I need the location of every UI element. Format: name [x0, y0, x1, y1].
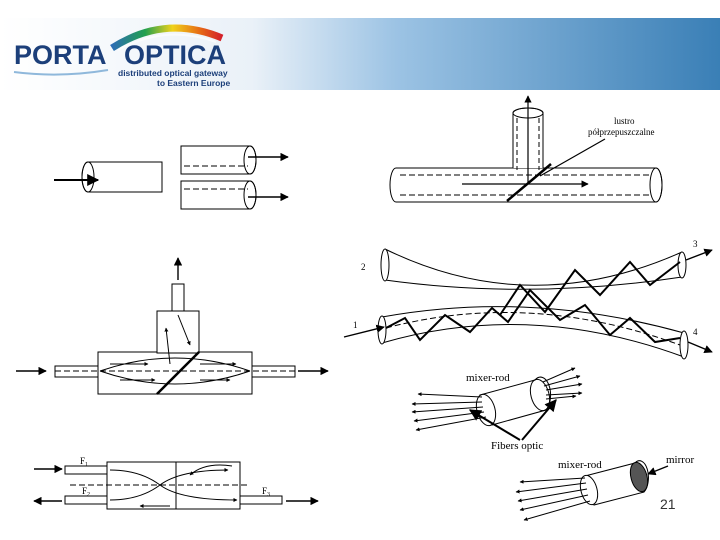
fiber-right-top [180, 145, 257, 175]
fiber-bundle-2 [515, 477, 591, 521]
lower-fiber-left-end [377, 315, 387, 345]
output-stub-top [171, 283, 185, 312]
brand-tagline-2: to Eastern Europe [157, 78, 230, 88]
logo-rainbow-arc-icon [110, 24, 224, 51]
port-label-4: 4 [693, 327, 698, 337]
coupler-core-dashed [385, 312, 681, 346]
stub-f1 [64, 465, 108, 475]
main-tube-end [649, 167, 663, 203]
label-f2: F2 [82, 486, 90, 498]
fibers-pointer-2 [521, 399, 557, 441]
banner-background [0, 18, 720, 90]
label-f2-sub: 2 [87, 492, 90, 498]
logo-rainbow-arc-inner-icon [117, 33, 217, 51]
lower-fiber-top [381, 306, 685, 334]
mirror-box [156, 310, 200, 354]
stub-f2 [64, 495, 108, 505]
fiber-right-bottom [180, 180, 257, 210]
mirror-pointer-arrow [647, 465, 669, 476]
beam-splitter-tube-diagram [389, 95, 663, 203]
upper-fiber-top [384, 248, 683, 286]
reflected-ray-2 [177, 314, 191, 346]
mirror-label-line2: półprzepuszczalne [588, 127, 654, 137]
fiber-bundle-right [542, 367, 583, 400]
brand-tagline-1: distributed optical gateway [118, 68, 228, 78]
mirror-end-icon [629, 461, 649, 493]
mixer-rod-mirror-diagram [515, 460, 669, 521]
fibers-pointer-1 [468, 409, 521, 441]
fiber-right-bottom-end [243, 180, 257, 210]
mixer-rod-diagram [411, 367, 583, 441]
logo-swoosh-icon [13, 69, 109, 76]
port-label-2: 2 [361, 262, 366, 272]
mirror-pointer [539, 138, 606, 177]
port-label-3: 3 [693, 239, 698, 249]
brand-porta: PORTA [14, 40, 107, 70]
label-f3: F3 [262, 486, 270, 498]
mirror-label: mirror [666, 454, 694, 466]
port-label-1: 1 [353, 320, 358, 330]
header-banner: PORTA OPTICA distributed optical gateway… [0, 18, 720, 90]
mirror-label-line1: lustro [614, 116, 635, 126]
semi-mirror [506, 163, 552, 202]
zigzag-lower-ray [385, 288, 681, 344]
diagonal-mirror [156, 351, 200, 395]
label-f3-sub: 3 [267, 492, 270, 498]
lens-ray-lower [99, 370, 251, 385]
upper-fiber-bottom [384, 276, 683, 290]
mixer-rod-end-right [529, 378, 551, 412]
arrow-port-3 [685, 248, 713, 261]
arrow-port-4 [687, 341, 713, 353]
brand-optica: OPTICA [124, 40, 226, 70]
reflected-ray-1 [164, 327, 171, 365]
wdm-ray-3 [189, 464, 233, 476]
fused-coupler-diagram [343, 248, 713, 360]
lens-coupler-diagram [16, 257, 329, 395]
label-f1-sub: 1 [85, 462, 88, 468]
lens-box [97, 351, 253, 395]
upper-fiber-left-end [380, 248, 390, 282]
upper-fiber-right-end [677, 251, 687, 279]
mixer-rod-label-2: mixer-rod [558, 459, 602, 471]
mixer-rod-label-1: mixer-rod [466, 372, 510, 384]
page-number: 21 [660, 496, 676, 512]
label-f1: F1 [80, 456, 88, 468]
fibers-optic-label: Fibers optic [491, 440, 543, 452]
wdm-box-diagram [33, 461, 319, 510]
stub-f3 [239, 495, 283, 505]
wdm-ray-2 [109, 468, 229, 501]
lower-fiber-right-end [679, 330, 689, 360]
lower-fiber-bottom [381, 324, 685, 358]
zigzag-upper-ray [499, 260, 681, 316]
arrow-port-1 [343, 324, 385, 338]
fiber-right-top-end [243, 145, 257, 175]
fiber-splice-diagram [54, 145, 289, 210]
